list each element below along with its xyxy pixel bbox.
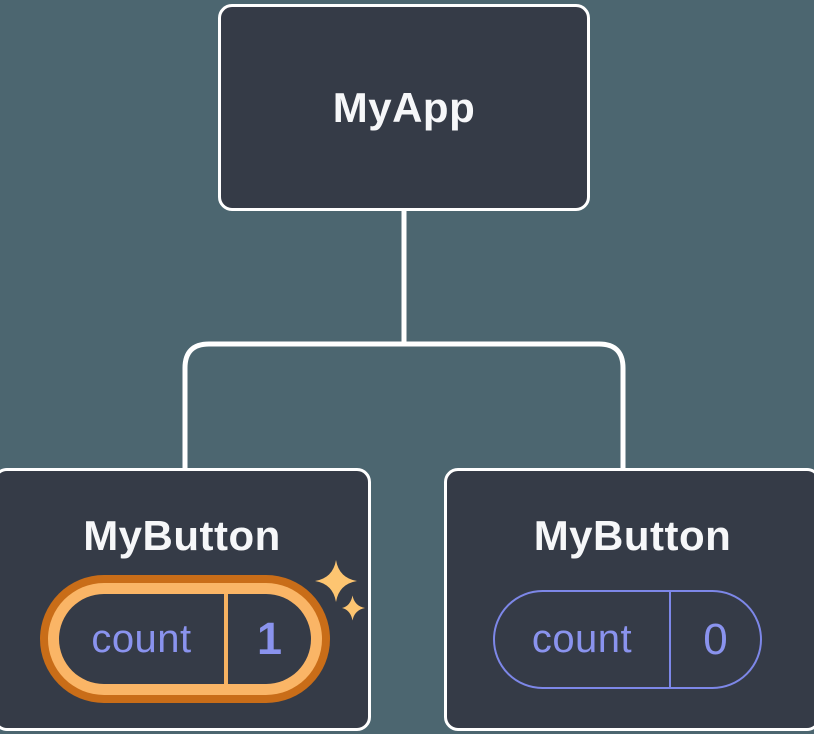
state-pill-highlight-ring: count 1 xyxy=(48,583,322,695)
state-value-cell: 1 xyxy=(228,594,311,684)
state-value-label: 0 xyxy=(703,614,728,664)
state-name-label: count xyxy=(531,617,633,661)
state-pill-highlighted: count 1 xyxy=(40,575,330,703)
state-pill-divider xyxy=(224,594,228,684)
sparkles-icon xyxy=(315,560,365,621)
state-name-cell: count xyxy=(495,592,669,687)
state-value-cell: 0 xyxy=(671,592,760,687)
state-value-label: 1 xyxy=(256,613,283,664)
child-node-label-right: MyButton xyxy=(533,512,732,559)
state-name-label: count xyxy=(91,616,192,661)
sparkle-large xyxy=(315,560,357,602)
tree-node-root: MyApp xyxy=(218,4,590,211)
connector-branch-bracket xyxy=(182,341,626,472)
sparkle-small xyxy=(342,595,365,621)
state-name-cell: count xyxy=(59,594,224,684)
root-node-label: MyApp xyxy=(332,83,476,131)
state-pill-body: count 1 xyxy=(59,594,311,684)
state-pill-plain: count 0 xyxy=(493,590,762,689)
state-pill-divider xyxy=(669,592,671,687)
child-node-label-left: MyButton xyxy=(83,512,281,559)
